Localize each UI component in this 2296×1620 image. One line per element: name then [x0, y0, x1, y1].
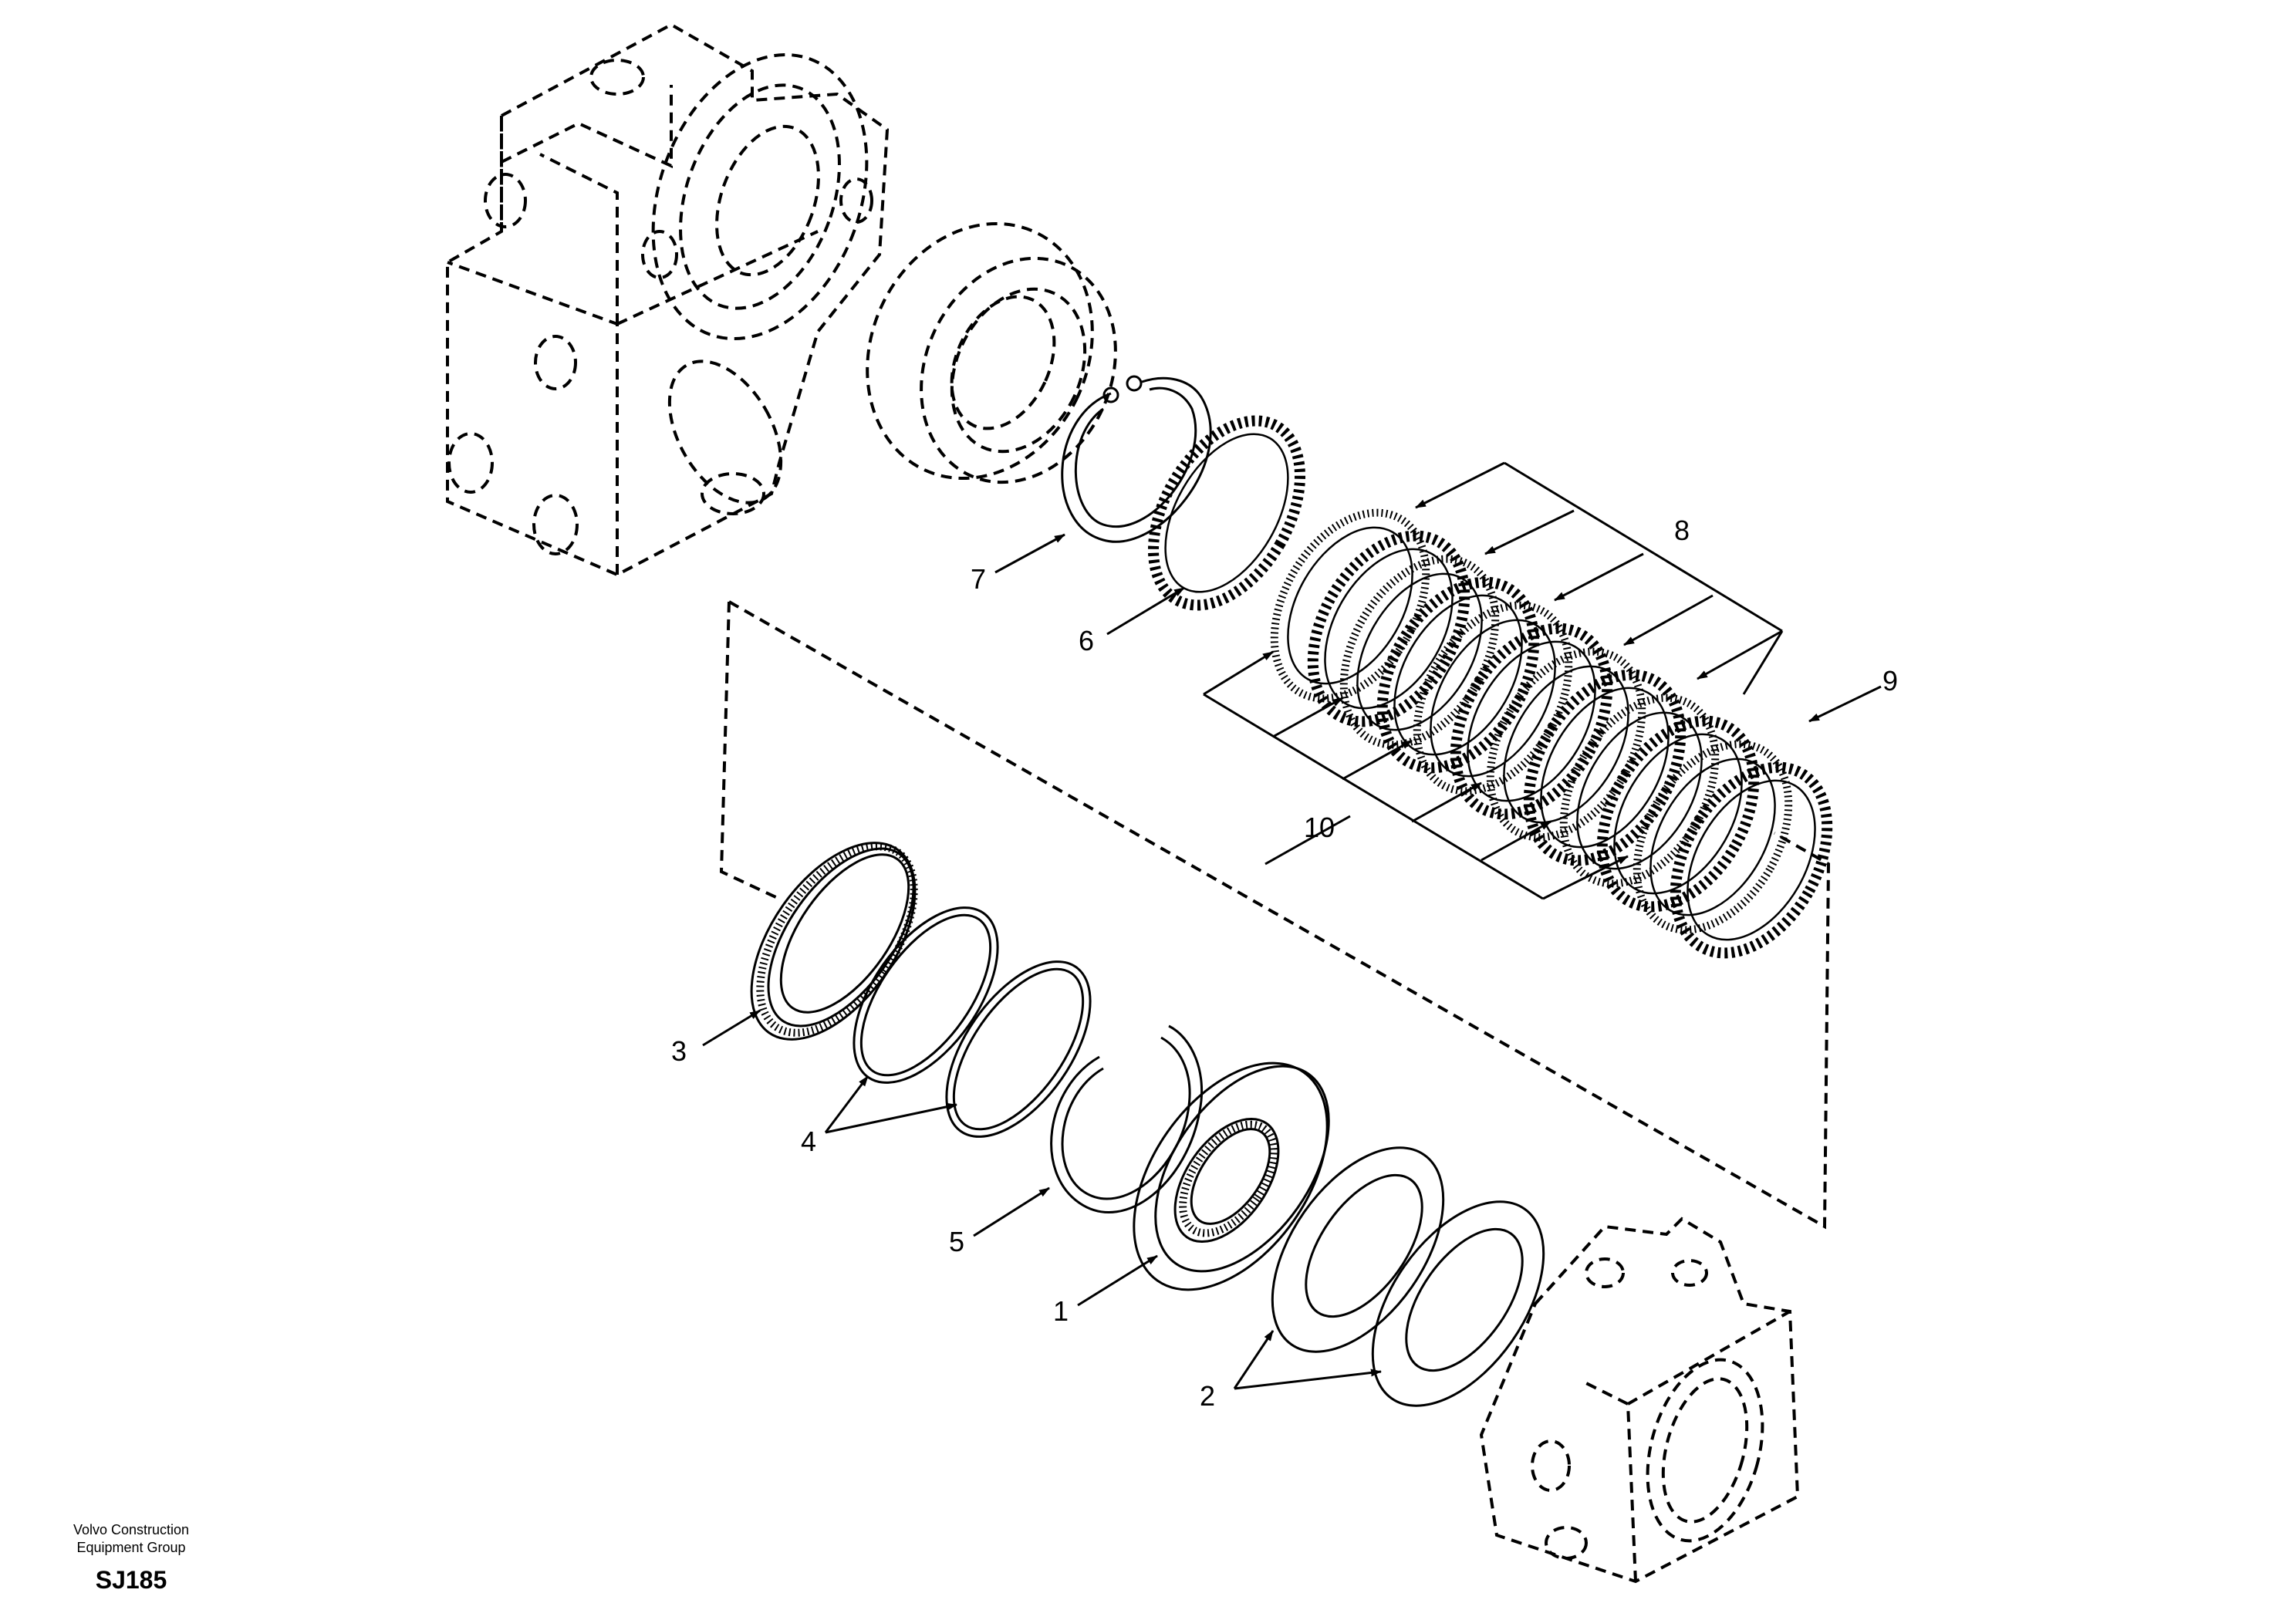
footer-company-line-1: Volvo Construction — [73, 1522, 190, 1537]
assembly-boundary — [719, 600, 1831, 1230]
label-part-5: 5 — [949, 1226, 964, 1257]
steel-disc — [1596, 715, 1760, 913]
toothed-plate-part-6 — [1148, 415, 1305, 611]
friction-disc — [1559, 694, 1720, 888]
footer-company-line-2: Equipment Group — [76, 1540, 186, 1555]
leader-bracket-part-10 — [1203, 650, 1629, 900]
label-part-6: 6 — [1079, 625, 1094, 656]
label-part-7: 7 — [971, 563, 986, 595]
label-part-3: 3 — [671, 1035, 687, 1067]
steel-disc — [1307, 530, 1470, 727]
friction-disc — [1339, 555, 1500, 749]
label-part-1: 1 — [1053, 1295, 1069, 1327]
part-labels: 7 6 8 9 10 3 4 5 1 2 — [671, 515, 1898, 1412]
friction-disc — [1413, 601, 1573, 795]
label-part-10: 10 — [1304, 812, 1335, 843]
washer-part-2 — [1371, 1200, 1545, 1407]
friction-disc — [1486, 647, 1646, 842]
piston-part-1 — [1133, 1061, 1330, 1291]
washer-part-2 — [1271, 1146, 1445, 1353]
label-part-4: 4 — [801, 1126, 816, 1157]
end-cover — [1479, 1217, 1800, 1584]
friction-disc — [1633, 740, 1793, 934]
leader-bracket-part-8 — [1415, 461, 1784, 695]
callout-leaders — [702, 533, 1882, 1390]
footer-company: Volvo Construction Equipment Group — [46, 1521, 216, 1557]
diagram-code: SJ185 — [95, 1566, 167, 1594]
friction-disc — [1270, 508, 1430, 703]
label-part-2: 2 — [1200, 1380, 1215, 1412]
transmission-housing — [446, 22, 890, 577]
o-ring-part-4 — [945, 960, 1092, 1138]
clutch-drum — [866, 221, 1117, 484]
end-plate-part-9 — [1670, 761, 1833, 959]
label-part-9: 9 — [1882, 665, 1898, 697]
retaining-ring-part-5 — [1050, 1024, 1204, 1213]
clutch-disc-pack — [1270, 508, 1833, 959]
label-part-8: 8 — [1674, 515, 1690, 546]
